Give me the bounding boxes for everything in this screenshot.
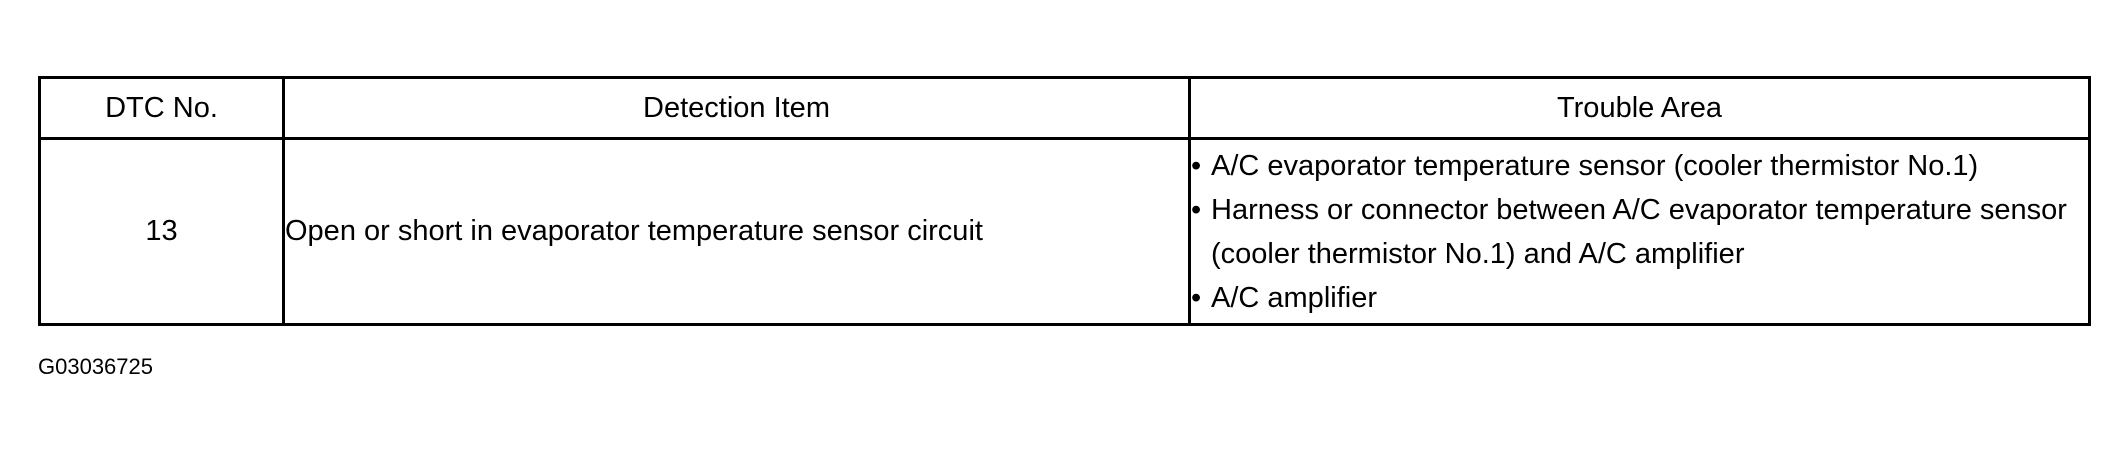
header-dtc-no: DTC No.	[38, 76, 285, 140]
bullet-icon: •	[1191, 193, 1202, 226]
trouble-area-cell: • A/C evaporator temperature sensor (coo…	[1188, 137, 2091, 326]
header-detection-item: Detection Item	[282, 76, 1191, 140]
trouble-area-list: • A/C evaporator temperature sensor (coo…	[1191, 144, 2088, 320]
dtc-number-cell: 13	[38, 137, 285, 326]
trouble-area-text: A/C evaporator temperature sensor (coole…	[1211, 149, 1979, 182]
dtc-table: DTC No. Detection Item Trouble Area 13 O…	[38, 76, 2091, 326]
trouble-area-item: • A/C evaporator temperature sensor (coo…	[1191, 144, 2088, 188]
table-row: 13 Open or short in evaporator temperatu…	[38, 137, 2091, 326]
trouble-area-item: • A/C amplifier	[1191, 276, 2088, 320]
bullet-icon: •	[1191, 281, 1202, 314]
figure-id: G03036725	[38, 354, 153, 379]
header-trouble-area: Trouble Area	[1188, 76, 2091, 140]
trouble-area-text: Harness or connector between A/C evapora…	[1211, 193, 2067, 270]
bullet-icon: •	[1191, 149, 1202, 182]
table-header-row: DTC No. Detection Item Trouble Area	[38, 76, 2091, 140]
detection-item-cell: Open or short in evaporator temperature …	[282, 137, 1191, 326]
trouble-area-text: A/C amplifier	[1211, 281, 1377, 314]
trouble-area-item: • Harness or connector between A/C evapo…	[1191, 188, 2088, 276]
